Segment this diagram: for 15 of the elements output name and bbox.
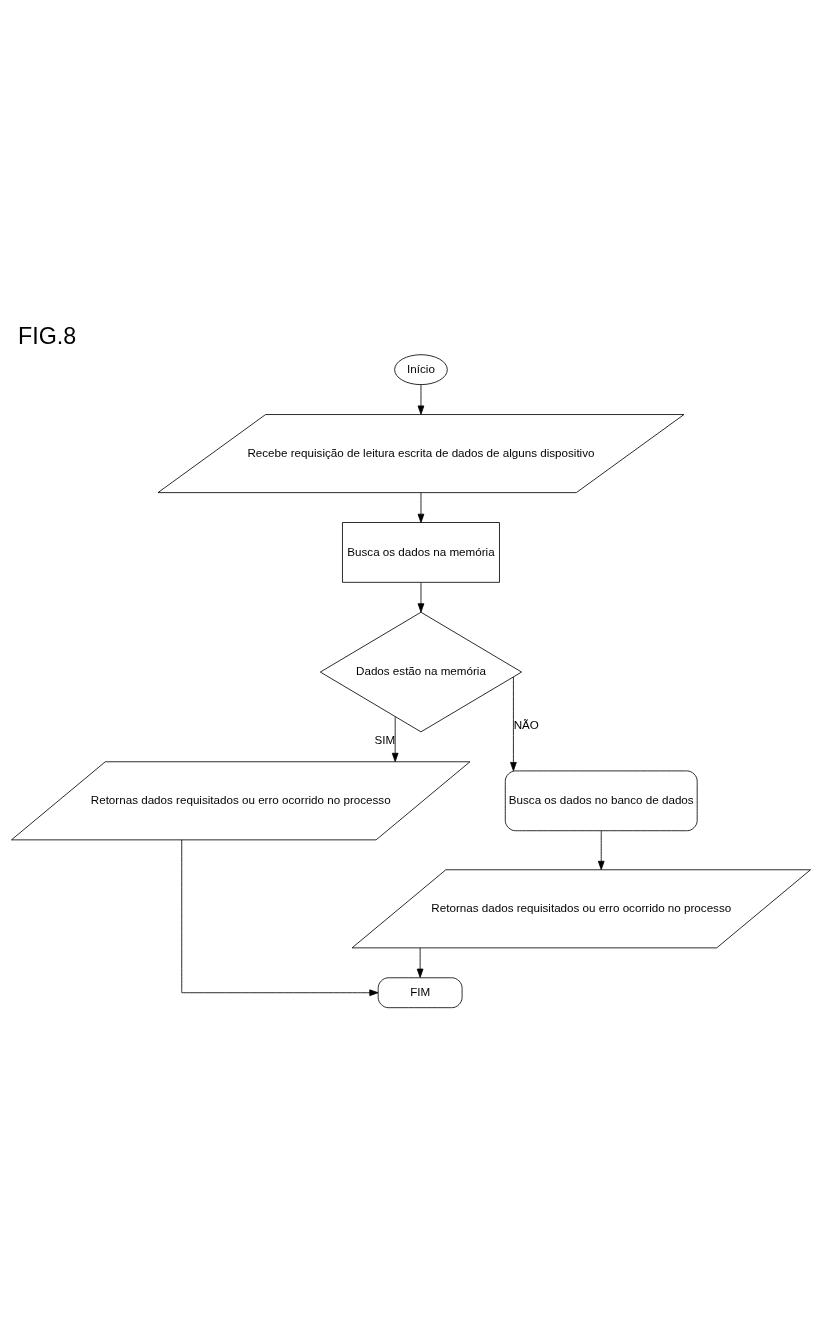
edge-label: NÃO xyxy=(513,717,539,731)
arrow xyxy=(417,581,425,612)
arrow xyxy=(391,715,399,762)
diagram-title: FIG.8 xyxy=(18,322,77,349)
arrow xyxy=(417,491,425,523)
arrow xyxy=(597,830,605,870)
arrow xyxy=(416,947,424,978)
node-ellipse: Início xyxy=(394,353,448,385)
arrow xyxy=(181,838,379,996)
node-box: Busca os dados no banco de dados xyxy=(504,770,698,831)
node-box: FIM xyxy=(377,976,463,1008)
node-box: Busca os dados na memória xyxy=(342,521,500,583)
arrow xyxy=(510,676,517,771)
edge-label: SIM xyxy=(374,732,396,746)
arrow xyxy=(417,383,425,415)
